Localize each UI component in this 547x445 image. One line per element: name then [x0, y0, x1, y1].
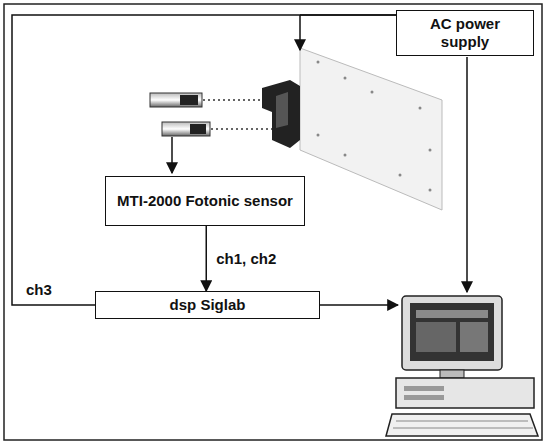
box-label: MTI-2000 Fotonic sensor	[117, 192, 293, 210]
box-text-group: AC power supply	[405, 15, 525, 51]
signal-connector	[12, 15, 396, 305]
computer-icon	[386, 296, 538, 436]
box-label: AC power supply	[405, 15, 525, 51]
sensor-box: MTI-2000 Fotonic sensor	[105, 176, 305, 226]
probe-cable	[171, 137, 173, 173]
mount-bracket	[262, 80, 300, 148]
channel-label: ch3	[24, 281, 54, 299]
data-link	[320, 304, 398, 306]
box-text-group: MTI-2000 Fotonic sensor	[117, 192, 293, 210]
plate-screws	[317, 61, 432, 192]
test-plate	[300, 48, 442, 210]
box-label: dsp Siglab	[170, 296, 246, 314]
analyzer-box: dsp Siglab	[95, 291, 320, 319]
channel-label: ch1, ch2	[214, 250, 278, 268]
power-to-pc	[466, 57, 468, 292]
outer-frame	[4, 4, 542, 440]
power-to-plate	[299, 15, 301, 50]
signal-connector	[206, 226, 208, 291]
box-text-group: dsp Siglab	[170, 296, 246, 314]
power-supply-box: AC power supply	[396, 10, 534, 56]
fiber-probes	[150, 93, 272, 136]
